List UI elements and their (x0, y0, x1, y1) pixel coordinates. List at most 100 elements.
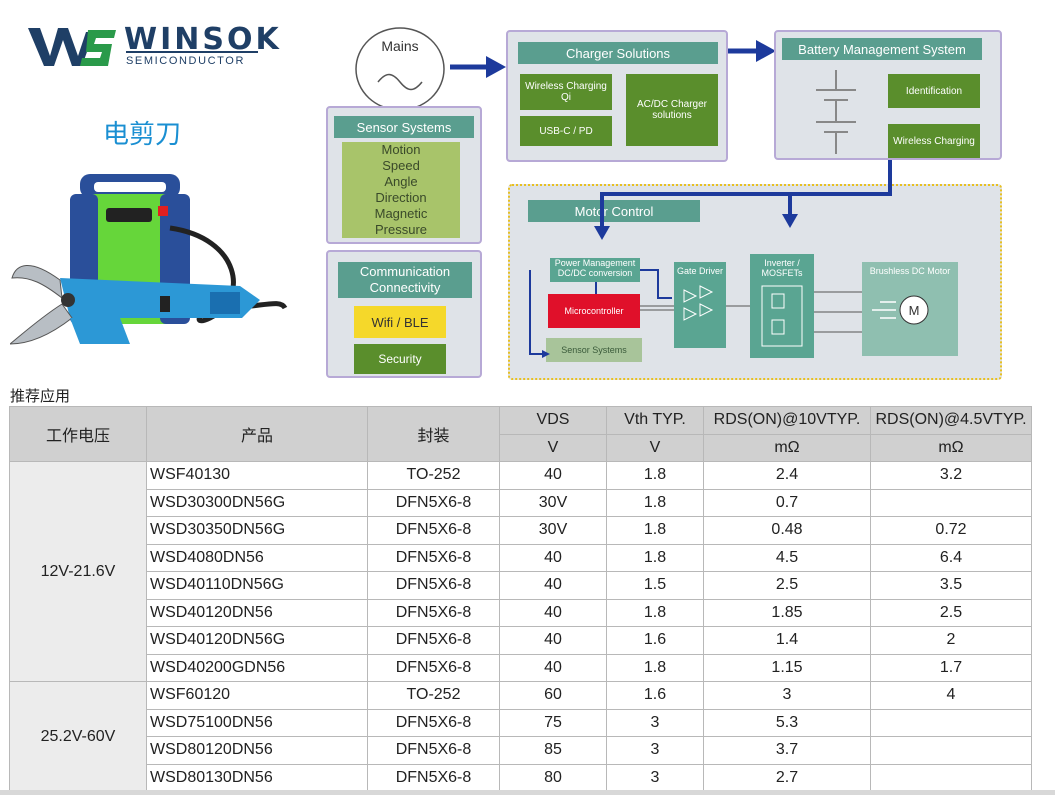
header-vds-unit: V (499, 433, 607, 462)
vth-cell: 3 (606, 763, 704, 792)
sensor-item: Direction (375, 190, 427, 205)
gate-driver-label: Gate Driver (676, 266, 723, 276)
motor-connectors (529, 269, 862, 358)
bms-panel: Battery Management System Identification… (774, 30, 1002, 160)
sensor-item: Speed (382, 158, 420, 173)
identification-box: Identification (888, 74, 980, 108)
mosfet-icon (761, 285, 803, 347)
vds-cell: 80 (499, 763, 607, 792)
product-cell: WSD40120DN56 (146, 598, 368, 627)
motor-icon: M (872, 295, 929, 325)
rds10-cell: 4.5 (703, 543, 871, 572)
electric-pruning-shears-icon (10, 174, 288, 345)
rds10-cell: 0.48 (703, 516, 871, 545)
rds45-cell: 3.5 (870, 571, 1032, 600)
sensor-item: Angle (384, 174, 418, 189)
package-cell: DFN5X6-8 (367, 516, 500, 545)
vds-cell: 40 (499, 598, 607, 627)
vds-cell: 40 (499, 571, 607, 600)
charger-panel: Charger Solutions Wireless Charging Qi U… (506, 30, 728, 162)
vds-cell: 30V (499, 516, 607, 545)
vth-cell: 1.8 (606, 461, 704, 490)
vds-cell: 40 (499, 543, 607, 572)
vth-cell: 3 (606, 736, 704, 765)
wireless-qi-box: Wireless Charging Qi (520, 74, 612, 110)
package-cell: DFN5X6-8 (367, 543, 500, 572)
package-cell: DFN5X6-8 (367, 488, 500, 517)
comm-header: Communication Connectivity (338, 262, 472, 298)
arrow-right-icon (728, 40, 776, 62)
vth-cell: 1.8 (606, 543, 704, 572)
vds-cell: 85 (499, 736, 607, 765)
motor-header: Motor Control (528, 200, 700, 222)
sensor-panel: Sensor Systems Motion Speed Angle Direct… (326, 106, 482, 244)
vds-cell: 30V (499, 488, 607, 517)
charger-header: Charger Solutions (518, 42, 718, 64)
package-cell: DFN5X6-8 (367, 598, 500, 627)
logo-divider (126, 51, 258, 53)
bms-wireless-box: Wireless Charging (888, 124, 980, 158)
package-cell: DFN5X6-8 (367, 763, 500, 792)
gate-driver-icon (683, 285, 714, 321)
security-box: Security (354, 344, 446, 374)
product-cell: WSF40130 (146, 461, 368, 490)
rds45-cell: 6.4 (870, 543, 1032, 572)
acdc-box: AC/DC Charger solutions (626, 74, 718, 146)
bldc-label: Brushless DC Motor (869, 266, 951, 276)
sensor-item: Pressure (374, 222, 428, 237)
sensor-item: Motion (381, 142, 421, 157)
rds10-cell: 3 (703, 681, 871, 710)
rds10-cell: 2.5 (703, 571, 871, 600)
mains-icon (355, 27, 445, 111)
rds45-cell: 2 (870, 626, 1032, 655)
bms-header: Battery Management System (782, 38, 982, 60)
vth-cell: 3 (606, 708, 704, 737)
vth-cell: 1.8 (606, 488, 704, 517)
bldc-box: Brushless DC Motor M (862, 262, 958, 356)
rds45-cell (870, 763, 1032, 792)
product-cell: WSD40120DN56G (146, 626, 368, 655)
sensor-items-box: Motion Speed Angle Direction Magnetic Pr… (342, 142, 460, 238)
rds10-cell: 1.15 (703, 653, 871, 682)
vds-cell: 40 (499, 461, 607, 490)
inverter-box: Inverter / MOSFETs (750, 254, 814, 358)
vds-cell: 40 (499, 653, 607, 682)
table-title: 推荐应用 (10, 388, 71, 405)
power-mgmt-box: Power Management DC/DC conversion (550, 258, 640, 282)
package-cell: DFN5X6-8 (367, 736, 500, 765)
rds10-cell: 1.4 (703, 626, 871, 655)
rds45-cell (870, 708, 1032, 737)
gate-driver-box: Gate Driver (674, 262, 726, 348)
sensor-item: Magnetic (374, 206, 428, 221)
vds-cell: 40 (499, 626, 607, 655)
power-bus-arrows (594, 160, 892, 240)
motor-panel: Motor Control Power Management DC/DC con… (508, 184, 1002, 380)
product-cell: WSD30350DN56G (146, 516, 368, 545)
comm-panel: Communication Connectivity Wifi / BLE Se… (326, 250, 482, 378)
sensor-header: Sensor Systems (334, 116, 474, 138)
arrow-right-icon (450, 56, 506, 78)
rds45-cell (870, 736, 1032, 765)
microcontroller-box: Microcontroller (548, 294, 640, 328)
product-cell: WSD30300DN56G (146, 488, 368, 517)
bottom-bar (0, 790, 1055, 795)
product-cell: WSD40200GDN56 (146, 653, 368, 682)
package-cell: TO-252 (367, 461, 500, 490)
rds10-cell: 1.85 (703, 598, 871, 627)
vth-cell: 1.5 (606, 571, 704, 600)
wifi-ble-box: Wifi / BLE (354, 306, 446, 338)
rds10-cell: 2.4 (703, 461, 871, 490)
package-cell: DFN5X6-8 (367, 708, 500, 737)
rds10-cell: 5.3 (703, 708, 871, 737)
vth-cell: 1.8 (606, 653, 704, 682)
vth-cell: 1.8 (606, 516, 704, 545)
winsok-logo: WINSOK SEMICONDUCTOR (28, 22, 279, 74)
header-rds45: RDS(ON)@4.5VTYP. (870, 406, 1032, 435)
vth-cell: 1.6 (606, 626, 704, 655)
